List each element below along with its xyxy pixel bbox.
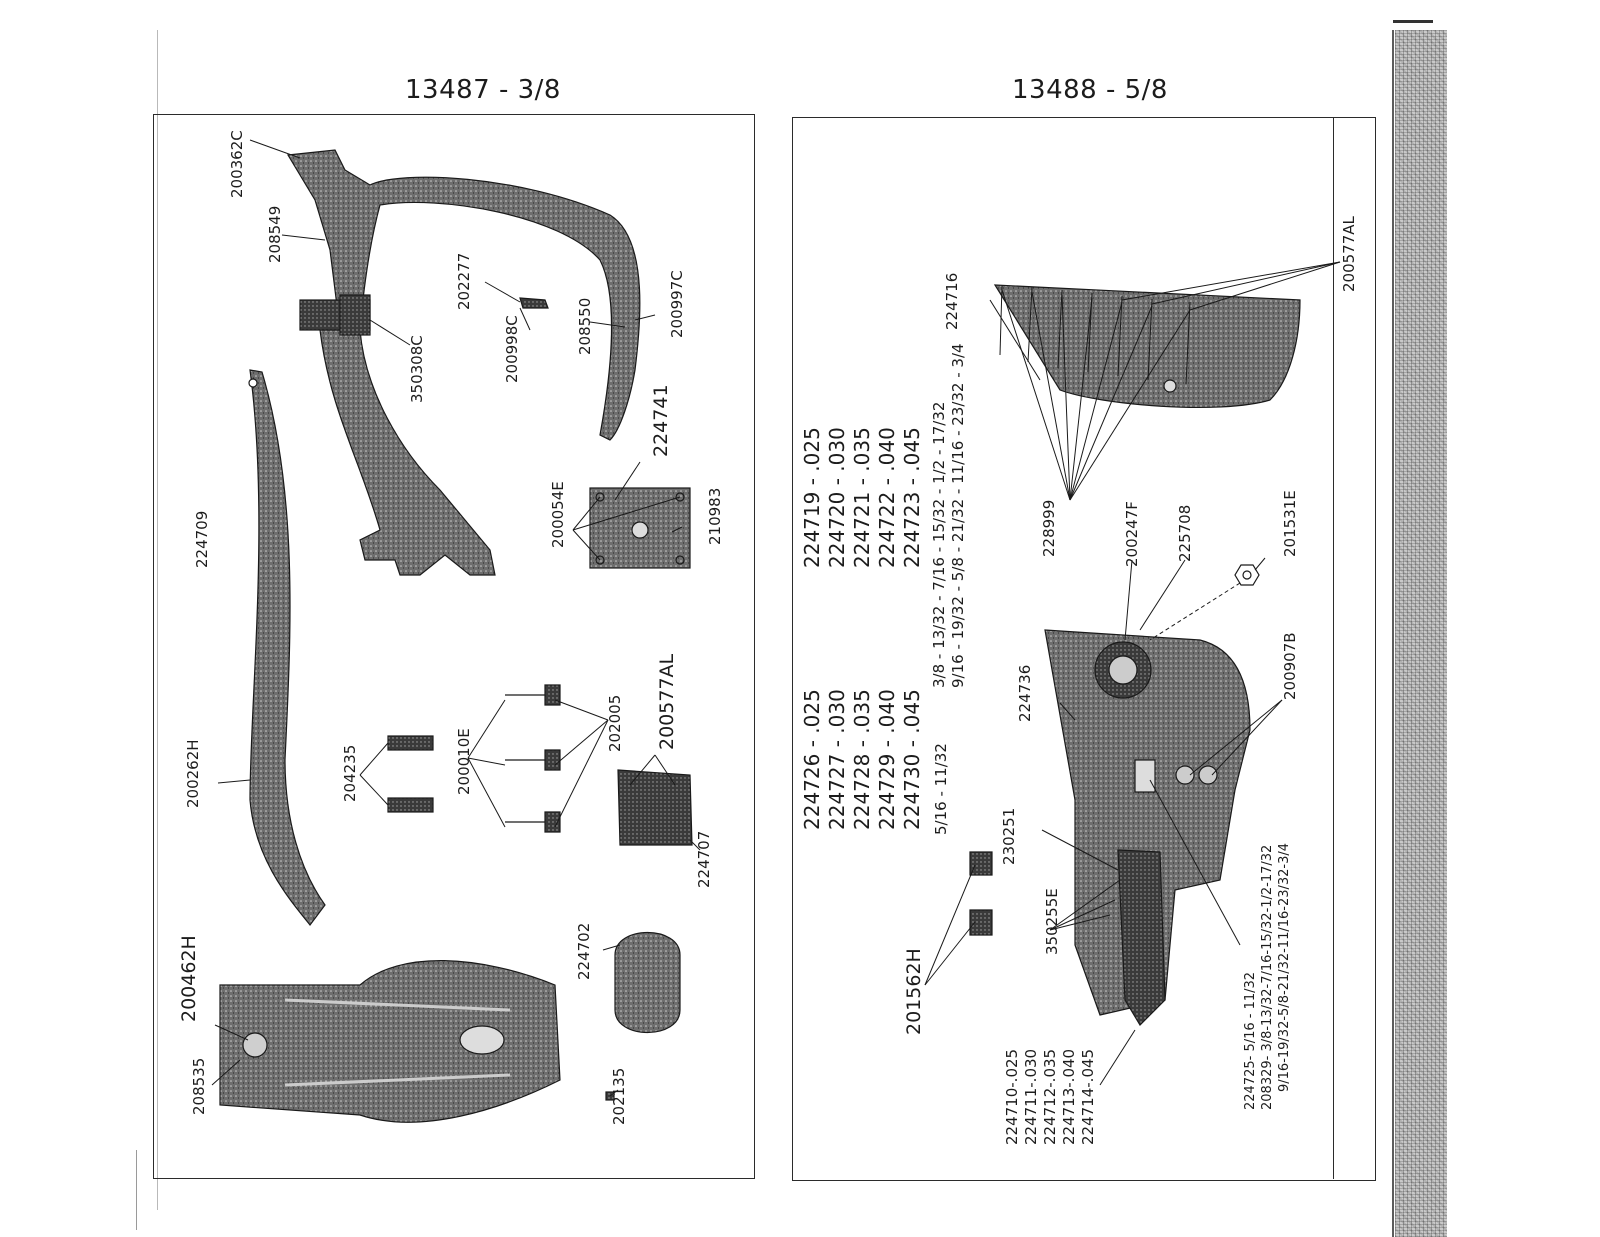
presser-bracket-arm — [319, 329, 496, 576]
screw-200010e — [505, 684, 561, 706]
part-label-204235: 204235 — [341, 744, 359, 802]
part-label-202005: 202005 — [606, 694, 624, 752]
list-item: 224729 - .040 — [875, 689, 899, 830]
list-item: 3/8 - 13/32 - 7/16 - 15/32 - 1/2 - 17/32 — [930, 401, 948, 688]
right-panel-inner-rule — [1333, 117, 1334, 1179]
screw-200010e — [505, 811, 561, 833]
part-label-200907b: 200907B — [1281, 632, 1299, 700]
list-item: 224730 - .045 — [900, 689, 924, 830]
part-label-210983: 210983 — [706, 487, 724, 545]
part-label-200262h: 200262H — [184, 739, 202, 808]
part-label-224709: 224709 — [193, 510, 211, 568]
list-item: 224710-.025 — [1003, 1048, 1021, 1145]
throat-plate — [219, 960, 561, 1123]
screw-202277 — [519, 297, 549, 309]
part-label-350308c: 350308C — [408, 335, 426, 403]
pin-204235 — [387, 797, 434, 813]
note-line: 224725- 5/16 - 11/32 — [1243, 971, 1258, 1110]
list-item: 224713-.040 — [1060, 1048, 1078, 1145]
part-label-200247f: 200247F — [1123, 501, 1141, 567]
part-label-200362c: 200362C — [228, 130, 246, 198]
part-label-200010e: 200010E — [455, 728, 473, 795]
page-edge-line — [136, 1150, 137, 1230]
part-label-224702: 224702 — [575, 922, 593, 980]
list-item: 224712-.035 — [1041, 1048, 1059, 1145]
feeder-group-1-sizes: 3/8 - 13/32 - 7/16 - 15/32 - 1/2 - 17/32… — [930, 343, 968, 688]
clip-224707 — [617, 769, 693, 846]
scanned-page-edge — [1395, 30, 1447, 1237]
screw-200010e — [505, 749, 561, 771]
list-item: 224720 - .030 — [825, 427, 849, 568]
bracket-nut — [339, 294, 371, 336]
part-label-224716: 224716 — [943, 272, 961, 330]
nut-201531e — [1234, 564, 1260, 586]
list-item: 224726 - .025 — [800, 689, 824, 830]
presser-bracket — [287, 149, 641, 441]
part-label-200577al-right: 200577AL — [1340, 216, 1358, 292]
part-label-200998c: 200998C — [503, 315, 521, 383]
feeder-group-1-list: 224719 - .025 224720 - .030 224721 - .03… — [800, 427, 925, 568]
list-item: 224722 - .040 — [875, 427, 899, 568]
list-item: 224728 - .035 — [850, 689, 874, 830]
part-label-225708: 225708 — [1176, 504, 1194, 562]
part-label-208549: 208549 — [266, 205, 284, 263]
page-edge-line — [157, 30, 158, 1210]
right-parts-panel — [792, 117, 1376, 1181]
guide-group-list: 224710-.025 224711-.030 224712-.035 2247… — [1003, 1049, 1098, 1145]
part-label-224741: 224741 — [650, 384, 672, 457]
list-item: 224721 - .035 — [850, 427, 874, 568]
list-item: 9/16 - 19/32 - 5/8 - 21/32 - 11/16 - 23/… — [949, 343, 967, 688]
part-label-228999: 228999 — [1040, 499, 1058, 557]
feeder-group-2-sizes: 5/16 - 11/32 — [932, 743, 951, 835]
list-item: 224714-.045 — [1079, 1048, 1097, 1145]
bushing-224702 — [614, 931, 681, 1034]
part-label-208550: 208550 — [576, 297, 594, 355]
part-label-202277: 202277 — [455, 252, 473, 310]
note-line: 208329- 3/8-13/32-7/16-15/32-1/2-17/32 — [1260, 844, 1275, 1110]
left-parts-panel — [153, 114, 755, 1179]
right-panel-title: 13488 - 5/8 — [1012, 75, 1168, 105]
part-label-230251: 230251 — [1000, 807, 1018, 865]
part-label-350255e: 350255E — [1043, 888, 1061, 955]
part-label-200577al: 200577AL — [656, 653, 678, 750]
lever-224709 — [249, 369, 326, 926]
part-label-200462h: 200462H — [178, 935, 200, 1022]
feeder-224716 — [993, 284, 1301, 409]
part-label-200054e: 200054E — [549, 481, 567, 548]
page-edge-line — [1392, 30, 1394, 1237]
list-item: 224719 - .025 — [800, 427, 824, 568]
list-item: 224711-.030 — [1022, 1048, 1040, 1145]
part-label-200997c: 200997C — [668, 270, 686, 338]
size-notes: 224725- 5/16 - 11/32 208329- 3/8-13/32-7… — [1242, 843, 1293, 1110]
page-edge-mark — [1393, 20, 1433, 23]
screw-201562h — [969, 909, 993, 936]
note-line: 9/16-19/32-5/8-21/32-11/16-23/32-3/4 — [1277, 842, 1292, 1092]
list-item: 5/16 - 11/32 — [932, 743, 950, 835]
part-label-224736: 224736 — [1016, 664, 1034, 722]
feeder-group-2-list: 224726 - .025 224727 - .030 224728 - .03… — [800, 689, 925, 830]
screw-201562h — [969, 851, 993, 876]
part-label-201562h: 201562H — [903, 948, 925, 1035]
guide-224710 — [1117, 849, 1166, 1026]
part-label-208535: 208535 — [190, 1057, 208, 1115]
left-panel-title: 13487 - 3/8 — [405, 75, 561, 105]
pin-204235 — [387, 735, 434, 751]
part-label-224707: 224707 — [695, 830, 713, 888]
list-item: 224723 - .045 — [900, 427, 924, 568]
part-label-201531e: 201531E — [1281, 490, 1299, 557]
leader-lines — [211, 139, 1341, 1097]
part-label-202135: 202135 — [610, 1067, 628, 1125]
list-item: 224727 - .030 — [825, 689, 849, 830]
